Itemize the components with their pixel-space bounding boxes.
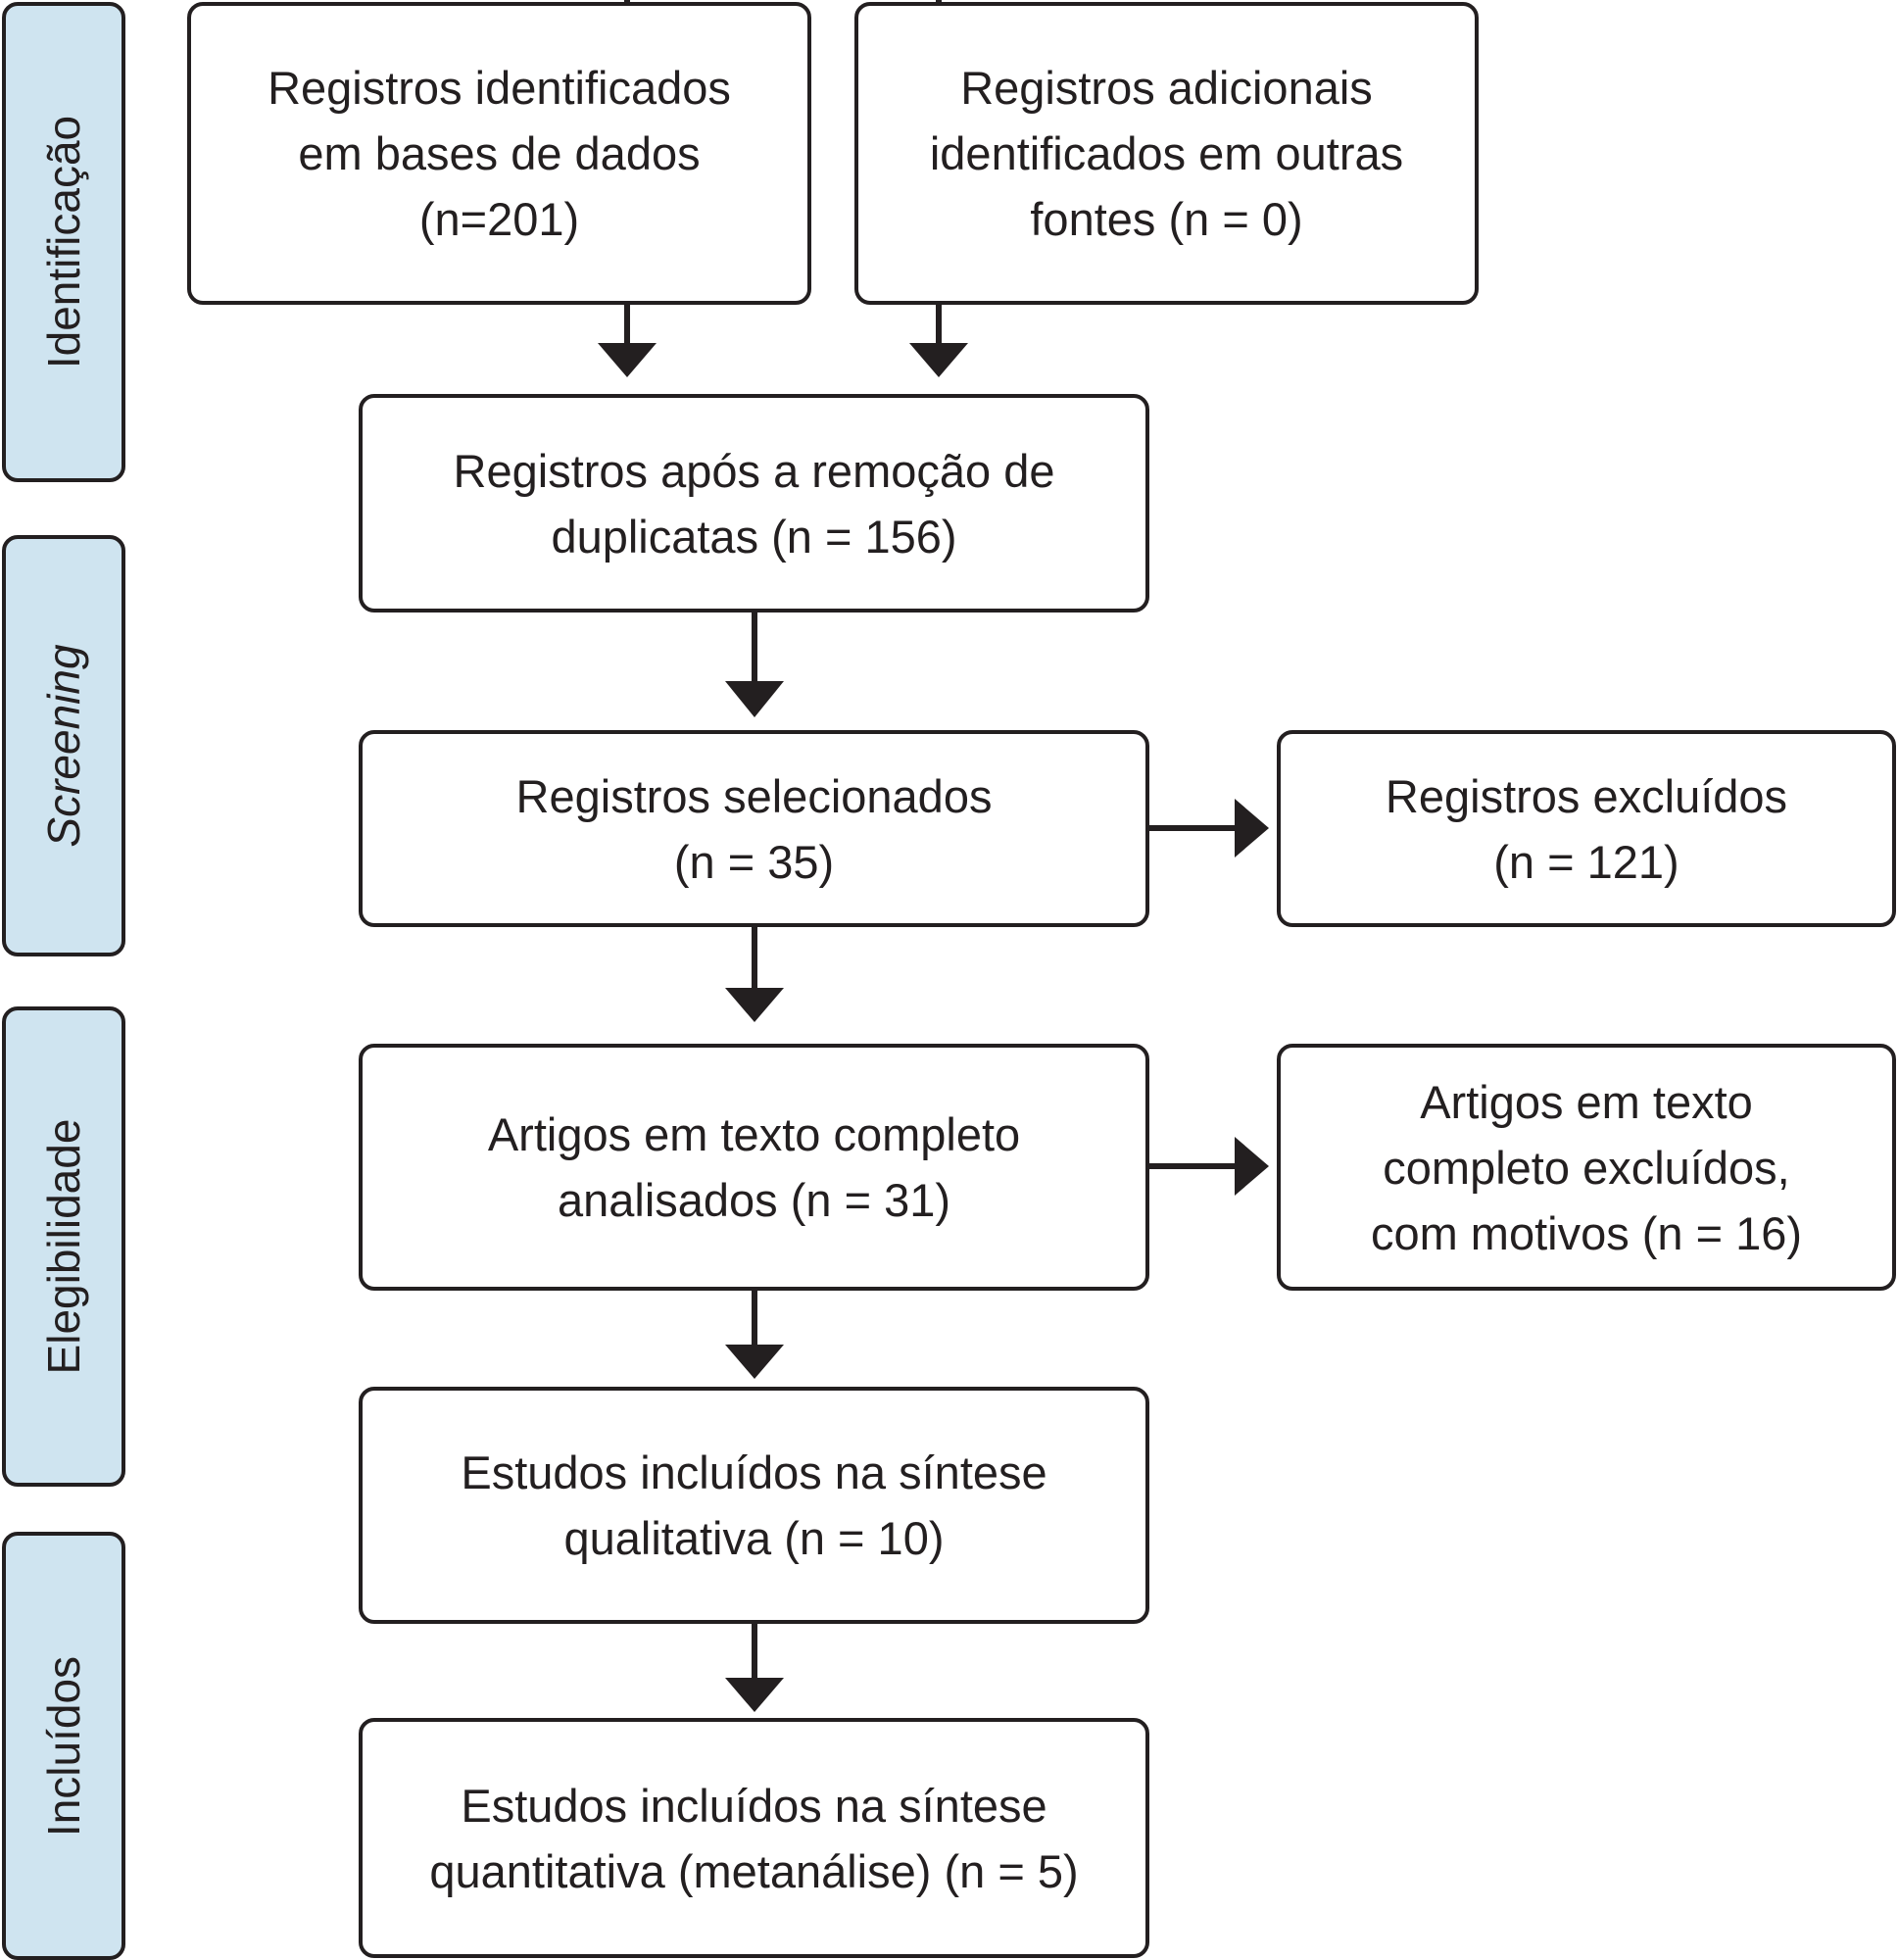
box-excluded-records-text: Registros excluídos (n = 121): [1385, 769, 1788, 888]
box-qualitative: Estudos incluídos na síntese qualitativa…: [359, 1387, 1149, 1624]
box-databases-text: Registros identificados em bases de dado…: [268, 62, 731, 245]
box-qualitative-text: Estudos incluídos na síntese qualitativa…: [461, 1446, 1047, 1564]
box-after-duplicates-text: Registros após a remoção de duplicatas (…: [453, 444, 1055, 563]
arrowhead-qualitative: [725, 1678, 784, 1712]
box-full-text-excluded: Artigos em texto completo excluídos, com…: [1277, 1044, 1896, 1291]
arrowhead-fulltext: [725, 1345, 784, 1379]
arrowhead-after-duplicates: [725, 681, 784, 717]
box-other-sources: Registros adicionais identificados em ou…: [854, 2, 1479, 305]
box-screened-text: Registros selecionados (n = 35): [515, 769, 993, 888]
box-screened: Registros selecionados (n = 35): [359, 730, 1149, 927]
box-quantitative-text: Estudos incluídos na síntese quantitativ…: [429, 1779, 1079, 1897]
box-full-text-excluded-text: Artigos em texto completo excluídos, com…: [1370, 1075, 1803, 1259]
arrowhead-databases: [598, 343, 657, 377]
arrowhead-screened: [725, 988, 784, 1022]
box-excluded-records: Registros excluídos (n = 121): [1277, 730, 1896, 927]
arrowhead-fulltext-excluded: [1235, 1137, 1269, 1196]
box-databases: Registros identificados em bases de dado…: [187, 2, 811, 305]
arrowhead-screened-excluded: [1235, 799, 1269, 858]
stage-identificacao: Identificação: [2, 2, 125, 482]
box-full-text-assessed-text: Artigos em texto completo analisados (n …: [487, 1108, 1021, 1226]
stage-elegibilidade: Elegibilidade: [2, 1006, 125, 1487]
stage-incluidos: Incluídos: [2, 1532, 125, 1960]
box-full-text-assessed: Artigos em texto completo analisados (n …: [359, 1044, 1149, 1291]
box-after-duplicates: Registros após a remoção de duplicatas (…: [359, 394, 1149, 612]
arrowhead-other-sources: [909, 343, 968, 377]
box-other-sources-text: Registros adicionais identificados em ou…: [929, 62, 1404, 245]
box-quantitative: Estudos incluídos na síntese quantitativ…: [359, 1718, 1149, 1958]
stage-screening: Screening: [2, 535, 125, 956]
